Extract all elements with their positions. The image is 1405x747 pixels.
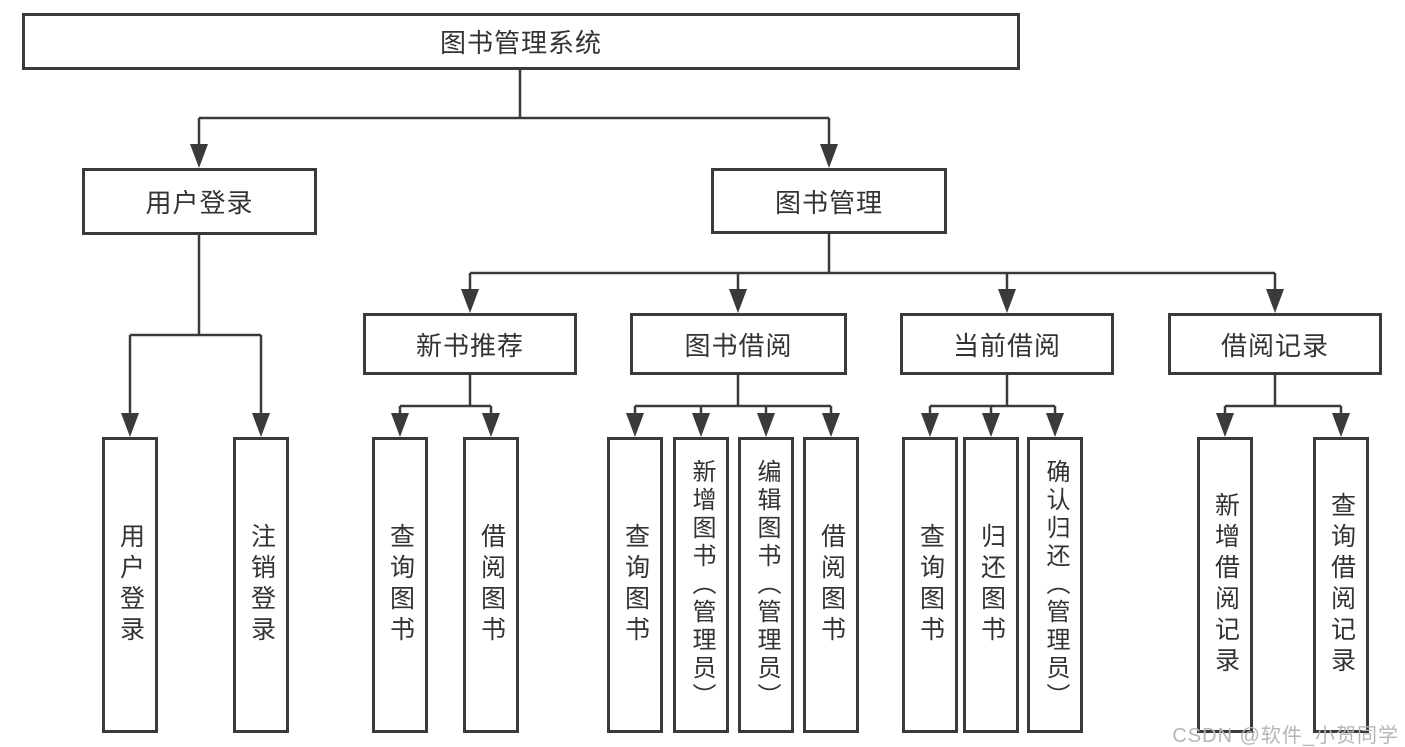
node-records-add-record: 新增借阅记录	[1197, 437, 1253, 733]
csdn-watermark: CSDN @软件_小贺同学	[1172, 725, 1399, 747]
node-book-borrow-label: 图书借阅	[684, 330, 793, 361]
node-current-return-books-label: 归还图书	[977, 523, 1006, 647]
node-root-label: 图书管理系统	[439, 28, 602, 58]
node-records-query-record-label: 查询借阅记录	[1327, 492, 1356, 678]
node-records-query-record: 查询借阅记录	[1313, 437, 1369, 733]
node-borrow-edit-books-admin: 编辑图书（管理员）	[738, 437, 794, 733]
node-current-borrow-label: 当前借阅	[952, 330, 1061, 361]
node-current-return-books: 归还图书	[963, 437, 1019, 733]
node-borrow-borrow-books: 借阅图书	[803, 437, 859, 733]
node-records-add-record-label: 新增借阅记录	[1211, 492, 1240, 678]
node-current-borrow: 当前借阅	[900, 313, 1114, 375]
node-logout-action: 注销登录	[233, 437, 289, 733]
node-current-confirm-return-admin: 确认归还（管理员）	[1027, 437, 1083, 733]
node-book-borrow: 图书借阅	[630, 313, 847, 375]
node-borrow-records-label: 借阅记录	[1220, 330, 1329, 361]
node-login-action-label: 用户登录	[116, 523, 145, 647]
node-book-management-label: 图书管理	[774, 187, 883, 218]
node-login-action: 用户登录	[102, 437, 158, 733]
node-recommend-borrow-books: 借阅图书	[463, 437, 519, 733]
node-borrow-add-books-admin-label: 新增图书（管理员）	[688, 459, 715, 711]
node-book-management: 图书管理	[711, 168, 947, 234]
node-borrow-records: 借阅记录	[1168, 313, 1382, 375]
node-root: 图书管理系统	[22, 13, 1020, 70]
node-current-query-books: 查询图书	[902, 437, 958, 733]
node-current-confirm-return-admin-label: 确认归还（管理员）	[1042, 459, 1069, 711]
node-recommend-borrow-books-label: 借阅图书	[477, 523, 506, 647]
node-recommend-query-books-label: 查询图书	[386, 523, 415, 647]
node-user-login-label: 用户登录	[145, 188, 254, 218]
node-borrow-add-books-admin: 新增图书（管理员）	[673, 437, 729, 733]
node-borrow-edit-books-admin-label: 编辑图书（管理员）	[753, 459, 780, 711]
node-logout-action-label: 注销登录	[247, 523, 276, 647]
node-borrow-borrow-books-label: 借阅图书	[817, 523, 846, 647]
node-borrow-query-books: 查询图书	[607, 437, 663, 733]
node-borrow-query-books-label: 查询图书	[621, 523, 650, 647]
node-user-login: 用户登录	[82, 168, 317, 235]
node-new-book-recommend-label: 新书推荐	[415, 330, 524, 361]
node-recommend-query-books: 查询图书	[372, 437, 428, 733]
node-new-book-recommend: 新书推荐	[363, 313, 577, 375]
node-current-query-books-label: 查询图书	[916, 523, 945, 647]
